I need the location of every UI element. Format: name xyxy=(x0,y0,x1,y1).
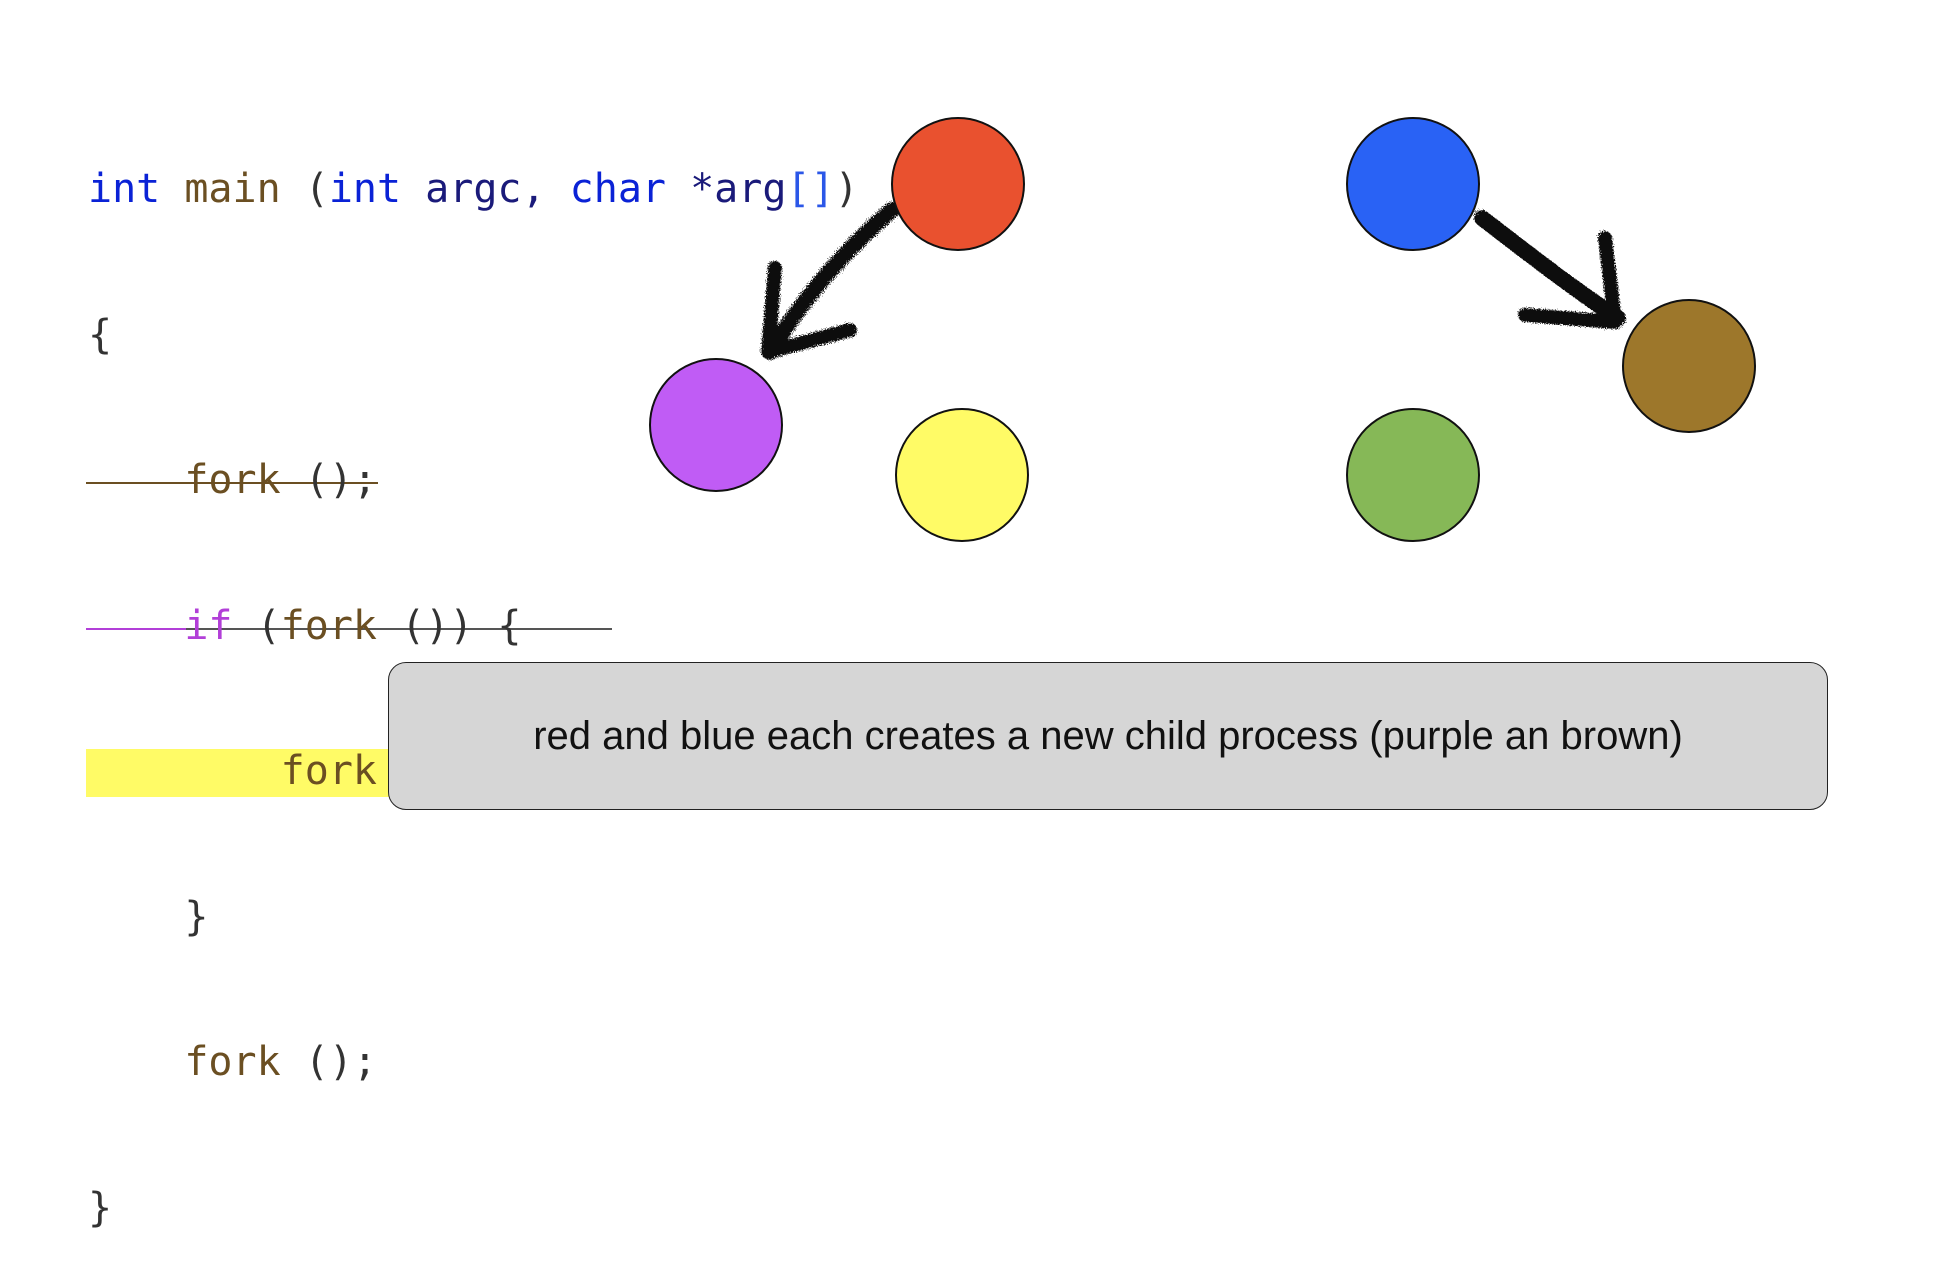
code-token: fork xyxy=(184,457,281,503)
code-token: [] xyxy=(786,166,835,212)
code-token: (); xyxy=(280,457,377,503)
code-token: argc, xyxy=(401,166,570,212)
strikethrough-line xyxy=(86,627,186,630)
code-token: char xyxy=(569,166,666,212)
code-line-3-struck: fork (); xyxy=(86,456,859,505)
arrow-red-to-purple xyxy=(761,202,900,360)
brown-process-node xyxy=(1622,299,1756,433)
code-token: } xyxy=(88,1184,113,1231)
code-token: } xyxy=(88,893,209,940)
code-token: if xyxy=(184,602,233,649)
code-line-1: int main (int argc, char *arg[]) xyxy=(88,165,859,214)
strikethrough-line xyxy=(86,482,378,484)
code-token: fork xyxy=(280,748,377,794)
code-token: int xyxy=(88,166,161,212)
green-process-node xyxy=(1346,408,1480,542)
process-diagram xyxy=(649,117,1756,542)
arrow-blue-to-brown xyxy=(1474,210,1626,329)
code-token: ) xyxy=(834,166,859,212)
caption-box: red and blue each creates a new child pr… xyxy=(388,662,1828,810)
code-line-4-struck: if (fork ()) { xyxy=(86,602,859,651)
code-token: { xyxy=(88,311,113,358)
yellow-process-node xyxy=(895,408,1029,542)
code-line-2: { xyxy=(88,311,859,360)
caption-text: red and blue each creates a new child pr… xyxy=(533,713,1683,758)
code-line-7: fork (); xyxy=(88,1038,859,1087)
code-token: fork xyxy=(184,1039,281,1085)
code-token: main xyxy=(184,166,281,212)
code-line-8: } xyxy=(88,1184,859,1233)
code-token xyxy=(88,1039,184,1085)
code-token: (); xyxy=(280,1039,377,1085)
strikethrough-line xyxy=(186,627,612,630)
code-token: ()) { xyxy=(377,602,522,649)
code-token: fork xyxy=(280,602,377,649)
red-process-node xyxy=(891,117,1025,251)
code-token: *arg xyxy=(666,166,787,212)
blue-process-node xyxy=(1346,117,1480,251)
code-line-6: } xyxy=(88,893,859,942)
code-token: int xyxy=(328,166,402,212)
code-token: ( xyxy=(232,602,281,649)
purple-process-node xyxy=(649,358,783,492)
code-token: ( xyxy=(280,166,329,212)
